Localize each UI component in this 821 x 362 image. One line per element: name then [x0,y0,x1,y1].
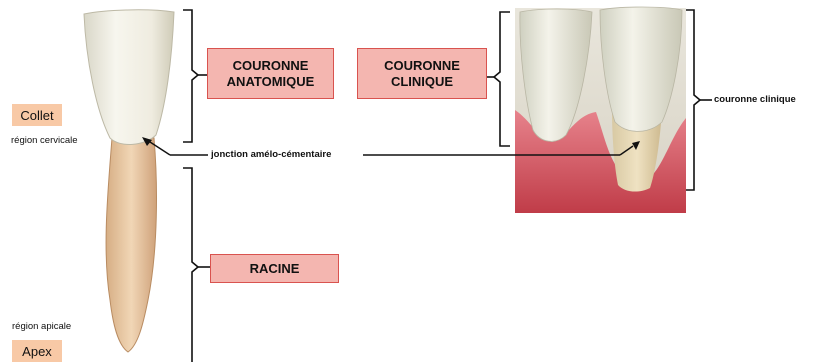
label-apex: Apex [12,340,62,362]
text-couronne-clinique-side: couronne clinique [714,94,796,105]
bracket-racine [183,168,198,362]
bracket-couronne-anatomique [183,10,198,142]
label-racine: RACINE [210,254,339,283]
bracket-photo-left [494,12,510,146]
tooth-crown [84,10,174,145]
tooth-root [106,138,156,352]
text-region-apicale: région apicale [12,321,71,332]
label-collet: Collet [12,104,62,126]
bracket-photo-right [686,10,700,190]
label-couronne-anatomique: COURONNE ANATOMIQUE [207,48,334,99]
text-jonction: jonction amélo-cémentaire [211,149,331,160]
label-couronne-clinique: COURONNE CLINIQUE [357,48,487,99]
text-region-cervicale: région cervicale [11,135,78,146]
clinical-photo [515,7,686,213]
